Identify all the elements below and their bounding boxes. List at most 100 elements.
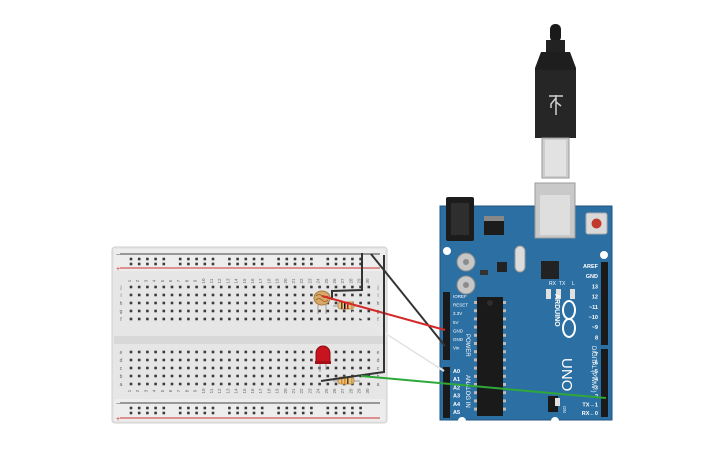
terminal-hole[interactable] (310, 317, 313, 321)
terminal-hole[interactable] (219, 358, 223, 362)
power-pin-header[interactable] (443, 292, 450, 360)
terminal-hole[interactable] (228, 301, 231, 305)
terminal-hole[interactable] (285, 285, 289, 289)
terminal-hole[interactable] (269, 293, 272, 297)
terminal-hole[interactable] (162, 350, 166, 354)
terminal-hole[interactable] (342, 366, 346, 370)
terminal-hole[interactable] (301, 358, 305, 362)
rail-hole[interactable] (351, 406, 354, 410)
terminal-hole[interactable] (146, 366, 149, 370)
terminal-hole[interactable] (162, 301, 166, 305)
reset-button-cap[interactable] (591, 218, 602, 229)
terminal-hole[interactable] (367, 309, 371, 313)
rail-hole[interactable] (211, 262, 215, 266)
terminal-hole[interactable] (334, 317, 338, 321)
terminal-hole[interactable] (277, 366, 280, 370)
terminal-hole[interactable] (211, 285, 215, 289)
terminal-hole[interactable] (293, 285, 297, 289)
terminal-hole[interactable] (228, 374, 231, 378)
terminal-hole[interactable] (129, 358, 133, 362)
rail-hole[interactable] (162, 262, 166, 266)
terminal-hole[interactable] (367, 358, 371, 362)
rail-hole[interactable] (195, 257, 198, 261)
rail-hole[interactable] (137, 406, 141, 410)
terminal-hole[interactable] (342, 350, 346, 354)
terminal-hole[interactable] (211, 366, 215, 370)
terminal-hole[interactable] (285, 382, 289, 386)
terminal-hole[interactable] (203, 374, 207, 378)
top-rail-holes[interactable] (129, 257, 362, 266)
terminal-hole[interactable] (236, 293, 239, 297)
terminal-hole[interactable] (137, 317, 141, 321)
red-led[interactable] (315, 345, 331, 372)
terminal-hole[interactable] (310, 382, 313, 386)
terminal-hole[interactable] (154, 366, 157, 370)
terminal-hole[interactable] (219, 366, 223, 370)
rail-hole[interactable] (359, 262, 362, 266)
terminal-hole[interactable] (170, 374, 174, 378)
terminal-hole[interactable] (285, 309, 289, 313)
terminal-hole[interactable] (252, 374, 256, 378)
terminal-hole[interactable] (277, 293, 280, 297)
terminal-hole[interactable] (310, 366, 313, 370)
terminal-hole[interactable] (170, 317, 174, 321)
terminal-hole[interactable] (293, 358, 297, 362)
terminal-hole[interactable] (195, 366, 198, 370)
terminal-hole[interactable] (228, 382, 231, 386)
terminal-hole[interactable] (146, 358, 149, 362)
terminal-hole[interactable] (129, 301, 133, 305)
terminal-hole[interactable] (342, 309, 346, 313)
rail-hole[interactable] (162, 411, 166, 415)
terminal-hole[interactable] (219, 293, 223, 297)
rail-hole[interactable] (228, 406, 231, 410)
terminal-hole[interactable] (137, 350, 141, 354)
rail-hole[interactable] (277, 257, 280, 261)
terminal-hole[interactable] (326, 374, 330, 378)
terminal-hole[interactable] (187, 309, 190, 313)
terminal-hole[interactable] (252, 285, 256, 289)
rail-hole[interactable] (228, 257, 231, 261)
terminal-hole[interactable] (236, 374, 239, 378)
terminal-hole[interactable] (178, 293, 182, 297)
terminal-hole[interactable] (293, 301, 297, 305)
terminal-hole[interactable] (146, 301, 149, 305)
rail-hole[interactable] (359, 406, 362, 410)
terminal-hole[interactable] (203, 301, 207, 305)
terminal-hole[interactable] (244, 309, 248, 313)
rail-hole[interactable] (129, 257, 133, 261)
rail-hole[interactable] (146, 411, 149, 415)
terminal-hole[interactable] (351, 350, 354, 354)
rail-hole[interactable] (359, 257, 362, 261)
terminal-hole[interactable] (334, 358, 338, 362)
terminal-hole[interactable] (252, 358, 256, 362)
wire-black-rail-to-breadboard[interactable] (331, 253, 363, 300)
terminal-hole[interactable] (154, 382, 157, 386)
terminal-hole[interactable] (162, 317, 166, 321)
rail-hole[interactable] (187, 262, 190, 266)
terminal-hole[interactable] (351, 358, 354, 362)
terminal-hole[interactable] (351, 285, 354, 289)
terminal-hole[interactable] (129, 285, 133, 289)
rail-hole[interactable] (162, 406, 166, 410)
rail-hole[interactable] (178, 262, 182, 266)
terminal-hole[interactable] (146, 382, 149, 386)
rail-hole[interactable] (203, 262, 207, 266)
terminal-hole[interactable] (187, 366, 190, 370)
terminal-hole[interactable] (228, 358, 231, 362)
terminal-hole[interactable] (326, 309, 330, 313)
terminal-hole[interactable] (326, 317, 330, 321)
rail-hole[interactable] (154, 411, 157, 415)
analog-pin-header[interactable] (443, 367, 450, 418)
terminal-hole[interactable] (293, 366, 297, 370)
terminal-hole[interactable] (260, 358, 264, 362)
rail-hole[interactable] (342, 257, 346, 261)
rail-hole[interactable] (351, 257, 354, 261)
rail-hole[interactable] (154, 257, 157, 261)
terminal-hole[interactable] (301, 301, 305, 305)
rail-hole[interactable] (326, 262, 330, 266)
rail-hole[interactable] (244, 411, 248, 415)
terminal-hole[interactable] (252, 366, 256, 370)
terminal-hole[interactable] (260, 366, 264, 370)
rail-hole[interactable] (137, 411, 141, 415)
rail-hole[interactable] (310, 262, 313, 266)
